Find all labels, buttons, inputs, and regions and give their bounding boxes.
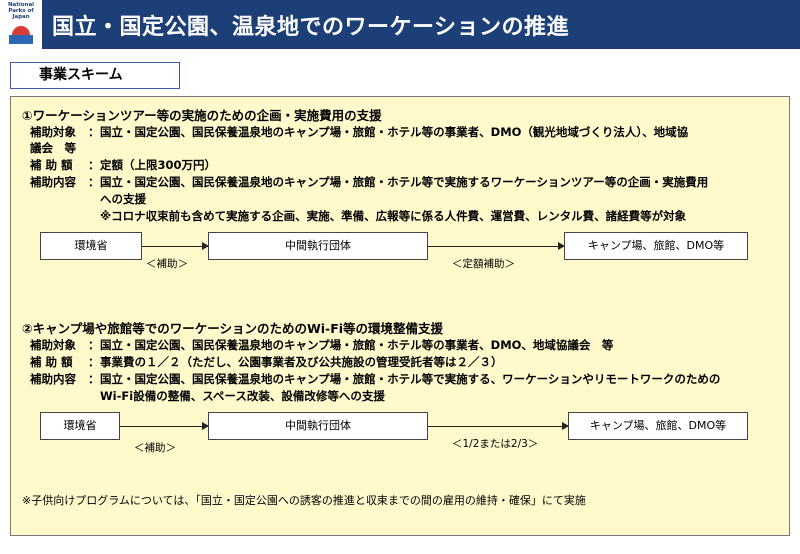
colon: ： [88, 338, 100, 352]
section2-content-text: 国立・国定公園、国民保養温泉地のキャンプ場・旅館・ホテル等で実施する、ワーケーシ… [100, 372, 721, 386]
section2-arrow-1 [120, 422, 209, 430]
section2-amount-value: 事業費の１／２（ただし、公園事業者及び公共施設の管理受託者等は２／３） [100, 355, 503, 369]
section1-arrow-2 [428, 242, 565, 250]
section1-target-text2: 議会 等 [30, 141, 76, 155]
section1-content-note: ※コロナ収束前も含めて実施する企画、実施、準備、広報等に係る人件費、運営費、レン… [100, 208, 686, 224]
section2-content-row2: Wi-Fi設備の整備、スペース改装、設備改修等への支援 [100, 388, 385, 404]
section2-content-text2: Wi-Fi設備の整備、スペース改装、設備改修等への支援 [100, 389, 385, 403]
section2-arrow-2 [428, 422, 569, 430]
section1-arrow-1 [142, 242, 209, 250]
page-title: 国立・国定公園、温泉地でのワーケーションの推進 [52, 15, 570, 40]
logo: National Parks of Japan [0, 0, 42, 49]
colon: ： [88, 158, 100, 172]
content-panel [10, 96, 790, 536]
section2-arrow-label-2: ＜1/2または2/3＞ [452, 438, 539, 450]
section2-content-label: 補助内容 [30, 372, 76, 386]
section1-content-text: 国立・国定公園、国民保養温泉地のキャンプ場・旅館・ホテル等で実施するワーケーショ… [100, 175, 709, 189]
section2-target-text: 国立・国定公園、国民保養温泉地のキャンプ場・旅館・ホテル等の事業者、DMO、地域… [100, 338, 614, 352]
header-bar: National Parks of Japan 国立・国定公園、温泉地でのワーケ… [0, 0, 800, 49]
section2-box-recipients: キャンプ場、旅館、DMO等 [568, 412, 748, 440]
section1-arrow-label-2: ＜定額補助＞ [452, 258, 515, 270]
section1-amount-value: 定額（上限300万円） [100, 158, 217, 172]
colon: ： [88, 175, 100, 189]
section2-content-row: 補助内容 ：国立・国定公園、国民保養温泉地のキャンプ場・旅館・ホテル等で実施する、… [30, 371, 720, 387]
section2-heading: ②キャンプ場や旅館等でのワーケーションのためのWi-Fi等の環境整備支援 [22, 321, 444, 336]
section2-amount-label: 補 助 額 [30, 355, 73, 369]
section2-box-intermediary: 中間執行団体 [208, 412, 428, 440]
section1-target-text: 国立・国定公園、国民保養温泉地のキャンプ場・旅館・ホテル等の事業者、DMO（観光… [100, 125, 689, 139]
section1-box-intermediary: 中間執行団体 [208, 232, 428, 260]
section2-box-ministry: 環境省 [40, 412, 120, 440]
section1-content-text2: への支援 [100, 192, 146, 206]
section1-box-recipients: キャンプ場、旅館、DMO等 [564, 232, 748, 260]
section1-heading: ①ワーケーションツアー等の実施のための企画・実施費用の支援 [22, 108, 382, 123]
section1-target-label: 補助対象 [30, 125, 76, 139]
section1-target-row: 補助対象 ：国立・国定公園、国民保養温泉地のキャンプ場・旅館・ホテル等の事業者、D… [30, 124, 688, 140]
section2-arrow-label-1: ＜補助＞ [134, 442, 176, 454]
section1-note-text: ※コロナ収束前も含めて実施する企画、実施、準備、広報等に係る人件費、運営費、レン… [100, 209, 687, 223]
section2-target-row: 補助対象 ：国立・国定公園、国民保養温泉地のキャンプ場・旅館・ホテル等の事業者、D… [30, 337, 613, 353]
section1-amount-row: 補 助 額 ：定額（上限300万円） [30, 157, 216, 173]
section1-target-row2: 議会 等 [30, 140, 76, 156]
colon: ： [88, 372, 100, 386]
colon: ： [88, 355, 100, 369]
section2-amount-row: 補 助 額 ：事業費の１／２（ただし、公園事業者及び公共施設の管理受託者等は２／３… [30, 354, 503, 370]
section1-content-row: 補助内容 ：国立・国定公園、国民保養温泉地のキャンプ場・旅館・ホテル等で実施するワ… [30, 174, 708, 190]
section1-box-ministry: 環境省 [40, 232, 142, 260]
section1-amount-label: 補 助 額 [30, 158, 73, 172]
section1-content-row2: への支援 [100, 191, 146, 207]
section2-target-label: 補助対象 [30, 338, 76, 352]
scheme-tab: 事業スキーム [10, 62, 180, 89]
colon: ： [88, 125, 100, 139]
section1-arrow-label-1: ＜補助＞ [146, 258, 188, 270]
logo-mark-icon [9, 26, 33, 44]
footnote: ※子供向けプログラムについては、「国立・国定公園への誘客の推進と収束までの間の雇… [22, 494, 586, 507]
logo-text: National Parks of Japan [7, 2, 35, 20]
section1-content-label: 補助内容 [30, 175, 76, 189]
